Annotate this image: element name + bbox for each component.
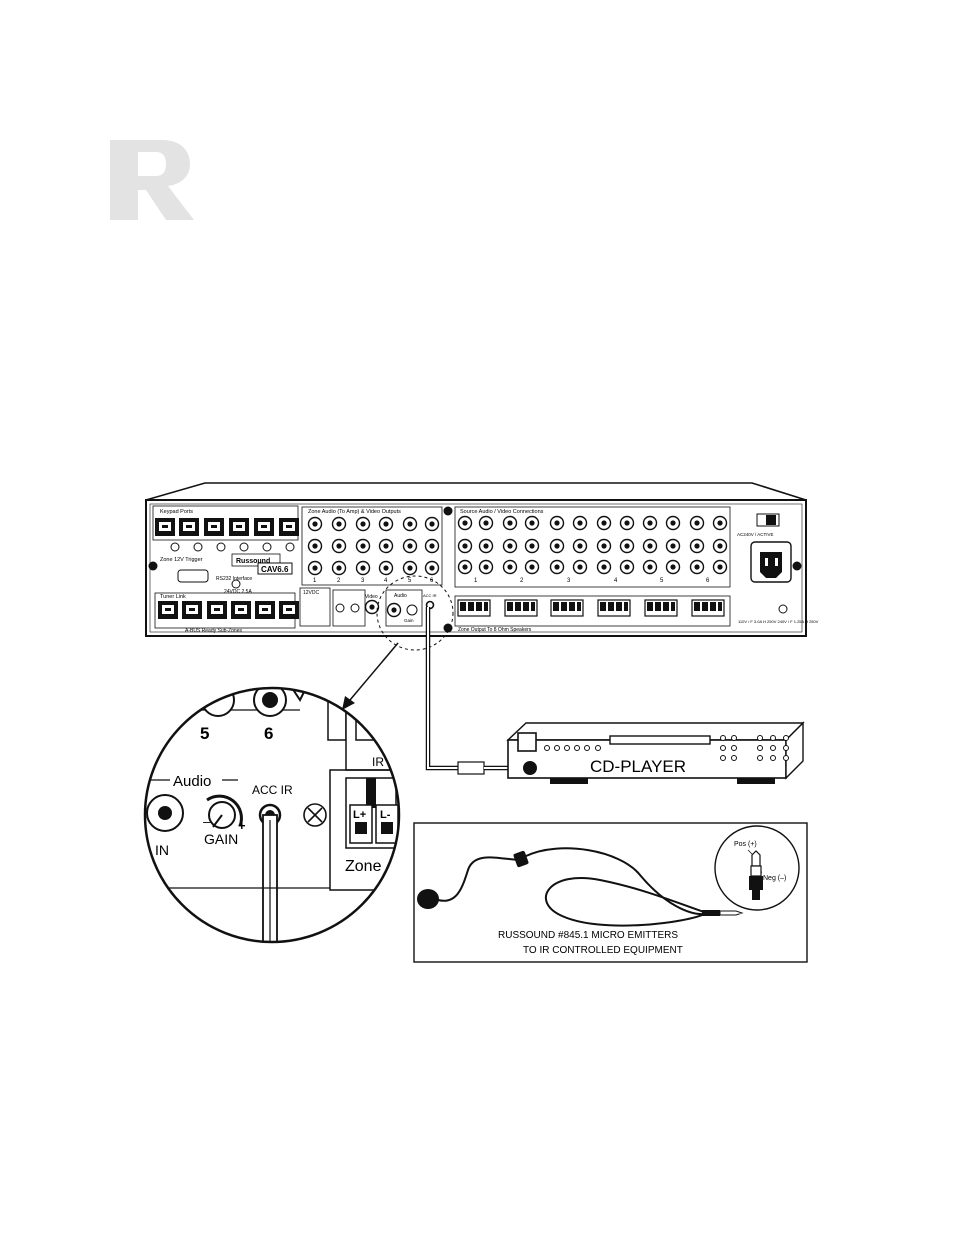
zoom-audio-label: Audio [173, 773, 211, 790]
ir-cable [425, 607, 522, 775]
keypad-port [204, 518, 224, 536]
abus-port [255, 601, 275, 619]
gain-minus: – [203, 814, 211, 829]
keypad-ports-label: Keypad Ports [160, 509, 193, 515]
zoom-highlight [376, 575, 454, 651]
abus-label: A-BUS Ready Sub-Zones [185, 628, 242, 634]
zoom-detail: 5 6 IR Audio ACC IR IN – + GAIN L+ L- Zo… [145, 688, 399, 942]
video-label: Video [365, 594, 378, 600]
source-number: 1 [474, 578, 478, 584]
twelve-vdc-label: 12VDC [303, 590, 320, 596]
emitter-caption-line2: TO IR CONTROLLED EQUIPMENT [523, 945, 683, 956]
keypad-port [179, 518, 199, 536]
emitter-box: RUSSOUND #845.1 MICRO EMITTERS TO IR CON… [413, 822, 808, 963]
video-in-jack [364, 599, 380, 615]
zoom-zone-label: Zone [345, 858, 382, 875]
screw-icon [148, 561, 158, 571]
power-input-label: 24VDC 2.5A [224, 589, 252, 595]
fuse-label: 110V / F 3.0A H 250V 240V / F 1.25A H 25… [738, 619, 819, 624]
zoom-in-label: IN [155, 842, 169, 858]
keypad-port [229, 518, 249, 536]
voltage-selector-label: AC240V / ACTIVE [737, 532, 774, 537]
zone-number: 3 [361, 578, 365, 584]
zoom-zone-6: 6 [264, 724, 273, 743]
russound-r-logo-icon [110, 140, 194, 220]
screw-icon [443, 506, 453, 516]
ir-receiver [523, 761, 537, 775]
emitter-head-icon [417, 889, 439, 909]
keypad-port [254, 518, 274, 536]
zone-number: 2 [337, 578, 341, 584]
zone-outputs-label: Zone Audio (To Amp) & Video Outputs [308, 509, 401, 515]
source-number: 6 [706, 578, 710, 584]
keypad-port [279, 518, 299, 536]
emitter-caption-line1: RUSSOUND #845.1 MICRO EMITTERS [498, 930, 678, 941]
cd-player: CD-PLAYER [506, 721, 805, 784]
keypad-port [155, 518, 175, 536]
abus-port [158, 601, 178, 619]
source-number: 5 [660, 578, 664, 584]
zone-trigger-label: Zone 12V Trigger [160, 557, 203, 563]
speaker-output-label: Zone Output To 8 Ohm Speakers [458, 627, 532, 633]
abus-port [182, 601, 202, 619]
zone-number: 4 [384, 578, 388, 584]
zoom-acc-ir-label: ACC IR [252, 783, 293, 797]
neg-label: Neg (–) [763, 875, 786, 882]
acc-ir-label-small: ACC IR [423, 593, 437, 598]
zoom-arrow [349, 642, 399, 701]
gain-label-small: Gain [404, 618, 414, 623]
trigger-jacks [170, 542, 295, 552]
abus-port [279, 601, 299, 619]
source-number: 3 [567, 578, 571, 584]
tuner-link-label: Tuner Link [160, 594, 186, 600]
zoom-zone-5: 5 [200, 724, 209, 743]
cd-player-label: CD-PLAYER [590, 757, 686, 776]
zoom-l-plus: L+ [353, 809, 366, 821]
abus-port [207, 601, 227, 619]
zoom-ir-label: IR [372, 755, 384, 769]
source-connections-label: Source Audio / Video Connections [460, 509, 544, 515]
brand-label: Russound [236, 558, 270, 565]
zone-number: 6 [430, 578, 434, 584]
cav66-rear-panel: Keypad Ports Zone 12V Trigger Russound C… [145, 482, 819, 637]
rs232-label: RS232 Interface [216, 576, 252, 582]
abus-port [231, 601, 251, 619]
zoom-gain-label: GAIN [204, 831, 238, 847]
zone-number: 1 [313, 578, 317, 584]
audio-in-jack [386, 602, 402, 618]
zone-number: 5 [408, 578, 412, 584]
gain-plus: + [238, 818, 246, 833]
audio-label-small: Audio [394, 593, 407, 599]
source-number: 2 [520, 578, 524, 584]
model-label: CAV6.6 [261, 565, 289, 574]
source-number: 4 [614, 578, 618, 584]
screw-icon [792, 561, 802, 571]
zoom-l-minus: L- [380, 809, 391, 821]
pos-label: Pos (+) [734, 841, 757, 848]
